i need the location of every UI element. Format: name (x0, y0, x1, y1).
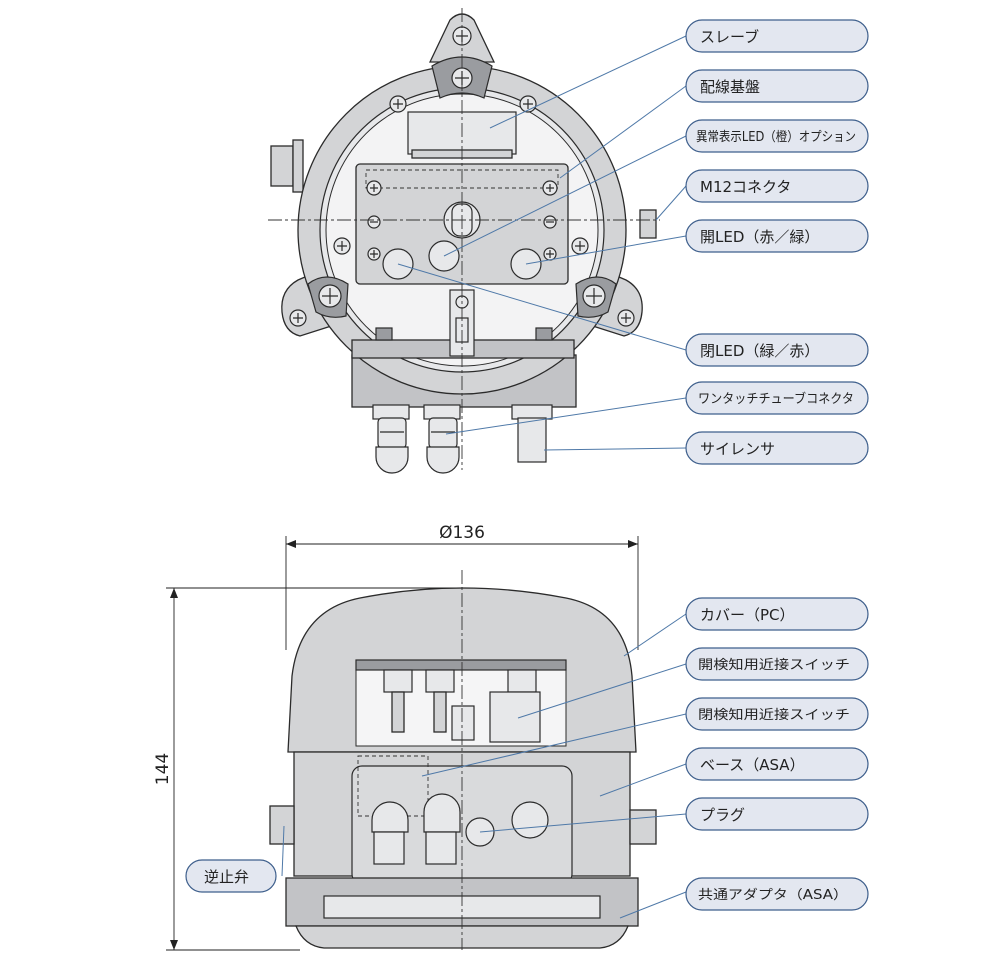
fault-led-shape (428, 240, 460, 272)
side-view-connectors (371, 793, 549, 865)
height-dimension (166, 587, 470, 951)
close-switch-shape (489, 691, 541, 743)
open-switch-body (383, 669, 413, 693)
svg-text:閉LED（緑／赤）: 閉LED（緑／赤） (700, 342, 819, 360)
label-pill-base: ベース（ASA） (685, 747, 869, 781)
svg-text:ベース（ASA）: ベース（ASA） (700, 756, 805, 774)
svg-text:ワンタッチチューブコネクタ: ワンタッチチューブコネクタ (698, 391, 854, 407)
label-pill-check-valve: 逆止弁 (185, 859, 277, 893)
label-pill-wiring-board: 配線基盤 (685, 69, 869, 103)
label-pill-cover: カバー（PC） (685, 597, 869, 631)
top-view-fittings (372, 404, 553, 474)
left-side-port (270, 145, 294, 187)
svg-text:共通アダプタ（ASA）: 共通アダプタ（ASA） (698, 888, 848, 903)
diameter-label: Ø136 (439, 523, 485, 543)
side-view: Ø136 144 (153, 523, 657, 951)
side-view-terminal-block (451, 705, 475, 741)
svg-text:開検知用近接スイッチ: 開検知用近接スイッチ (698, 657, 850, 673)
open-switch-stem (391, 691, 405, 733)
svg-text:サイレンサ: サイレンサ (700, 440, 775, 458)
side-plug (629, 809, 657, 845)
label-pill-close-switch: 閉検知用近接スイッチ (685, 697, 869, 731)
svg-text:プラグ: プラグ (700, 806, 745, 824)
label-pill-silencer: サイレンサ (685, 431, 869, 465)
svg-text:カバー（PC）: カバー（PC） (700, 606, 795, 624)
label-pill-slave: スレーブ (685, 19, 869, 53)
m12-connector-shape (639, 209, 657, 239)
diameter-dimension (285, 536, 639, 650)
svg-text:開LED（赤／緑）: 開LED（赤／緑） (700, 228, 819, 246)
top-view (268, 8, 660, 474)
fault-led-stem (433, 691, 447, 733)
close-switch-body (507, 669, 537, 693)
svg-text:異常表示LED（橙）オプション: 異常表示LED（橙）オプション (696, 130, 856, 145)
leader-lines (281, 35, 687, 919)
cover-window-top-plate (355, 659, 567, 671)
svg-text:スレーブ: スレーブ (700, 28, 759, 46)
fault-led-housing (425, 669, 455, 693)
label-pill-common-adapter: 共通アダプタ（ASA） (685, 877, 869, 911)
left-side-port-flange (292, 139, 304, 193)
label-pill-fault-led: 異常表示LED（橙）オプション (685, 119, 869, 153)
label-pill-one-touch-connector: ワンタッチチューブコネクタ (685, 381, 869, 415)
label-pill-m12-connector: M12コネクタ (685, 169, 869, 203)
svg-text:逆止弁: 逆止弁 (204, 868, 249, 886)
label-pill-close-led: 閉LED（緑／赤） (685, 333, 869, 367)
adapter-bottom-lip (295, 925, 629, 949)
label-pill-open-switch: 開検知用近接スイッチ (685, 647, 869, 681)
label-pill-open-led: 開LED（赤／緑） (685, 219, 869, 253)
height-label: 144 (153, 753, 173, 785)
svg-text:M12コネクタ: M12コネクタ (700, 178, 791, 196)
check-valve-shape (269, 805, 295, 845)
svg-text:配線基盤: 配線基盤 (700, 78, 760, 96)
svg-text:閉検知用近接スイッチ: 閉検知用近接スイッチ (698, 707, 850, 723)
label-pill-plug: プラグ (685, 797, 869, 831)
